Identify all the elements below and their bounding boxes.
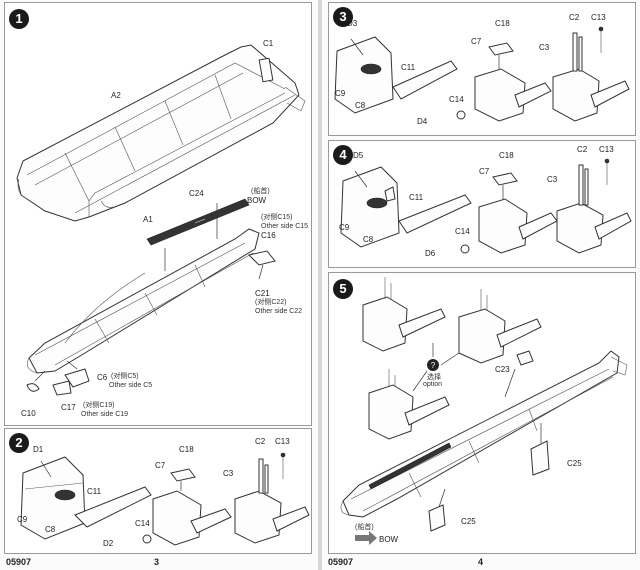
label-bow: BOW (379, 535, 399, 544)
label-c25-b: C25 (461, 517, 476, 526)
page-gutter (318, 0, 322, 570)
label-c5-cn: (对侧C5) (111, 373, 139, 380)
footer-code-right: 05907 (328, 557, 354, 567)
label-c3: C3 (539, 43, 550, 52)
label-c16: C16 (261, 231, 276, 240)
label-c7: C7 (155, 461, 166, 470)
upper-hull-drawing (5, 3, 311, 425)
label-c1: C1 (263, 39, 274, 48)
label-c9: C9 (335, 89, 346, 98)
step-4-drawing (329, 158, 635, 267)
step-2-panel: 2 D1 C11 C9 C8 D2 C7 C18 C14 C3 C2 C13 (4, 428, 312, 554)
label-c19-cn: (对侧C19) (83, 402, 115, 409)
label-c2: C2 (255, 437, 266, 446)
label-c18: C18 (499, 151, 514, 160)
label-c11: C11 (87, 487, 102, 496)
label-a2: A2 (111, 91, 121, 100)
footer-page-left: 3 (154, 557, 160, 567)
step-2-drawing (5, 452, 311, 553)
step-4-panel: 4 D5 C11 C9 C8 D6 C7 C18 C14 C3 C2 C13 (328, 140, 636, 268)
label-d2: D2 (103, 539, 114, 548)
label-c3: C3 (547, 175, 558, 184)
step-5-number: 5 (333, 279, 353, 299)
label-c22-other: Other side C22 (255, 308, 303, 315)
label-c15-cn: (对侧C15) (261, 214, 293, 221)
label-c3: C3 (223, 469, 234, 478)
label-c14: C14 (449, 95, 464, 104)
label-c7: C7 (471, 37, 482, 46)
label-c13: C13 (599, 145, 614, 154)
footer-code-left: 05907 (6, 557, 32, 567)
label-d6: D6 (425, 249, 436, 258)
step-3-number: 3 (333, 7, 353, 27)
label-c14: C14 (455, 227, 470, 236)
label-c13: C13 (275, 437, 290, 446)
label-d5: D5 (353, 151, 364, 160)
label-a1: A1 (143, 215, 153, 224)
step-1-panel: 1 (4, 2, 312, 426)
label-bow: BOW (247, 196, 267, 205)
label-c14: C14 (135, 519, 150, 528)
label-c22-cn: (对侧C22) (255, 299, 287, 306)
label-c18: C18 (495, 19, 510, 28)
label-bow-cn: (船首) (355, 524, 374, 531)
label-c8: C8 (363, 235, 374, 244)
step-1-number: 1 (9, 9, 29, 29)
label-c2: C2 (569, 13, 580, 22)
label-c17: C17 (61, 403, 76, 412)
step-3-panel: 3 D3 C11 C9 C8 D4 C7 C18 C14 C3 C2 C13 (328, 2, 636, 136)
label-c11: C11 (401, 63, 416, 72)
label-c2: C2 (577, 145, 588, 154)
label-c13: C13 (591, 13, 606, 22)
label-c8: C8 (355, 101, 366, 110)
label-d3: D3 (347, 19, 358, 28)
label-c10: C10 (21, 409, 36, 418)
label-bow-cn: (船首) (251, 188, 270, 195)
label-c24: C24 (189, 189, 204, 198)
label-c11: C11 (409, 193, 424, 202)
step-5-panel: 5 ? (328, 272, 636, 554)
label-c7: C7 (479, 167, 490, 176)
label-d1: D1 (33, 445, 44, 454)
label-c21: C21 (255, 289, 270, 298)
label-d4: D4 (417, 117, 428, 126)
label-c25-a: C25 (567, 459, 582, 468)
step-4-number: 4 (333, 145, 353, 165)
label-c15-other: Other side C15 (261, 223, 309, 230)
label-c9: C9 (17, 515, 28, 524)
label-c8: C8 (45, 525, 56, 534)
label-c5-other: Other side C5 (109, 382, 153, 389)
label-c6: C6 (97, 373, 108, 382)
footer-page-right: 4 (478, 557, 484, 567)
label-option: option (423, 381, 443, 388)
step-2-number: 2 (9, 433, 29, 453)
label-option-cn: 选择 (427, 374, 441, 381)
label-c18: C18 (179, 445, 194, 454)
svg-text:?: ? (431, 361, 436, 370)
step-3-drawing (329, 26, 635, 135)
label-c9: C9 (339, 223, 350, 232)
step-5-drawing: ? (329, 273, 635, 545)
label-c23: C23 (495, 365, 510, 374)
label-c19-other: Other side C19 (81, 411, 129, 418)
